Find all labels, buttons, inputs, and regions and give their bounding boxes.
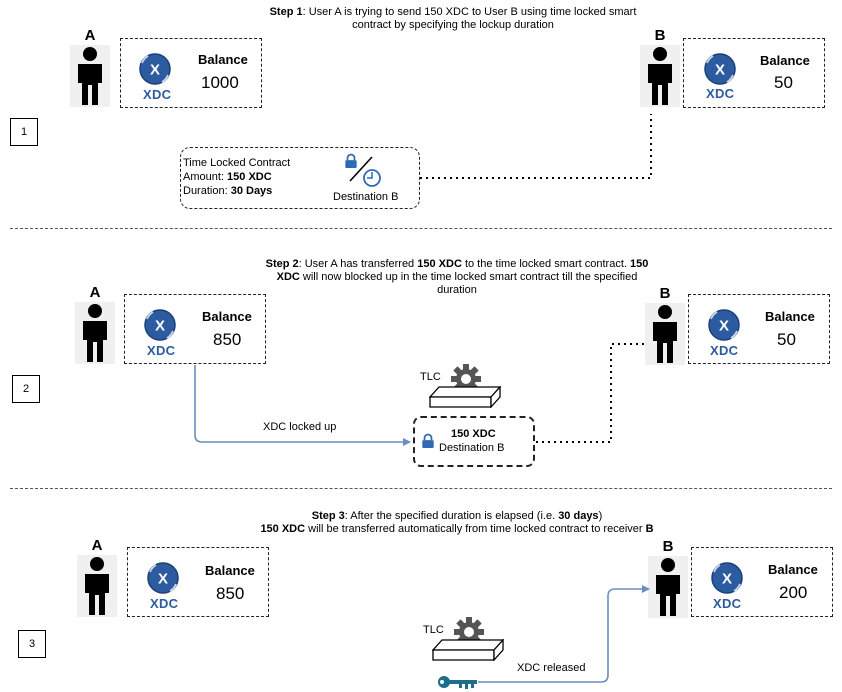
locked-destination: Destination B <box>439 442 505 454</box>
user-b-balance-card: XDC Balance 50 <box>683 38 825 108</box>
lock-timer-icon <box>344 153 381 187</box>
user-a-person-icon <box>75 302 115 364</box>
xdc-token-label: XDC <box>706 86 735 101</box>
tlc-label: TLC <box>420 371 441 383</box>
balance-label: Balance <box>202 309 252 324</box>
step-number-badge: 3 <box>18 630 46 658</box>
locked-funds-card: 150 XDC Destination B <box>413 416 535 467</box>
xdc-token-label: XDC <box>147 343 176 358</box>
user-a-person-icon <box>70 45 110 107</box>
user-a-person-icon <box>77 555 117 617</box>
user-b-label: B <box>654 27 666 44</box>
user-a-balance-card: XDC Balance 850 <box>127 547 269 617</box>
contract-duration: Duration: 30 Days <box>183 185 273 197</box>
locked-amount: 150 XDC <box>451 428 496 440</box>
user-b-balance-card: XDC Balance 200 <box>691 547 833 617</box>
xdc-token-label: XDC <box>710 343 739 358</box>
user-a-balance-card: XDC Balance 1000 <box>120 38 262 108</box>
tlc-label: TLC <box>423 624 444 636</box>
step-number-badge: 1 <box>10 118 38 146</box>
balance-value: 50 <box>774 73 793 92</box>
xdc-token-label: XDC <box>143 87 172 102</box>
user-b-person-icon <box>640 45 680 107</box>
user-b-person-icon <box>648 556 688 618</box>
balance-value: 850 <box>216 584 245 603</box>
key-icon <box>438 676 477 689</box>
contract-amount: Amount: 150 XDC <box>183 171 272 183</box>
user-a-label: A <box>91 537 103 554</box>
contract-title: Time Locked Contract <box>183 157 291 169</box>
contract-destination: Destination B <box>333 191 399 203</box>
user-b-label: B <box>659 285 671 302</box>
arrow-label: XDC released <box>517 662 586 674</box>
user-b-person-icon <box>645 303 685 365</box>
user-a-balance-card: XDC Balance 850 <box>124 294 266 364</box>
balance-value: 200 <box>779 583 808 602</box>
user-b-balance-card: XDC Balance 50 <box>688 294 830 364</box>
step1-caption: Step 1: User A is trying to send 150 XDC… <box>269 6 637 31</box>
balance-label: Balance <box>765 309 815 324</box>
balance-value: 1000 <box>201 73 239 92</box>
section-divider <box>10 228 832 229</box>
xdc-token-label: XDC <box>150 596 179 611</box>
balance-value: 50 <box>777 330 796 349</box>
step-number-badge: 2 <box>12 375 40 403</box>
balance-label: Balance <box>198 52 248 67</box>
balance-label: Balance <box>205 563 255 578</box>
time-locked-contract-card: Time Locked Contract Amount: 150 XDC Dur… <box>180 147 420 209</box>
arrow-label: XDC locked up <box>263 421 337 433</box>
balance-label: Balance <box>760 53 810 68</box>
balance-label: Balance <box>768 562 818 577</box>
user-a-label: A <box>84 27 96 44</box>
xdc-token-label: XDC <box>713 596 742 611</box>
balance-value: 850 <box>213 330 242 349</box>
user-a-label: A <box>89 284 101 301</box>
step2-caption: Step 2: User A has transferred 150 XDC t… <box>265 258 649 296</box>
step3-caption: Step 3: After the specified duration is … <box>260 510 654 535</box>
user-b-label: B <box>662 538 674 555</box>
section-divider <box>10 488 832 489</box>
